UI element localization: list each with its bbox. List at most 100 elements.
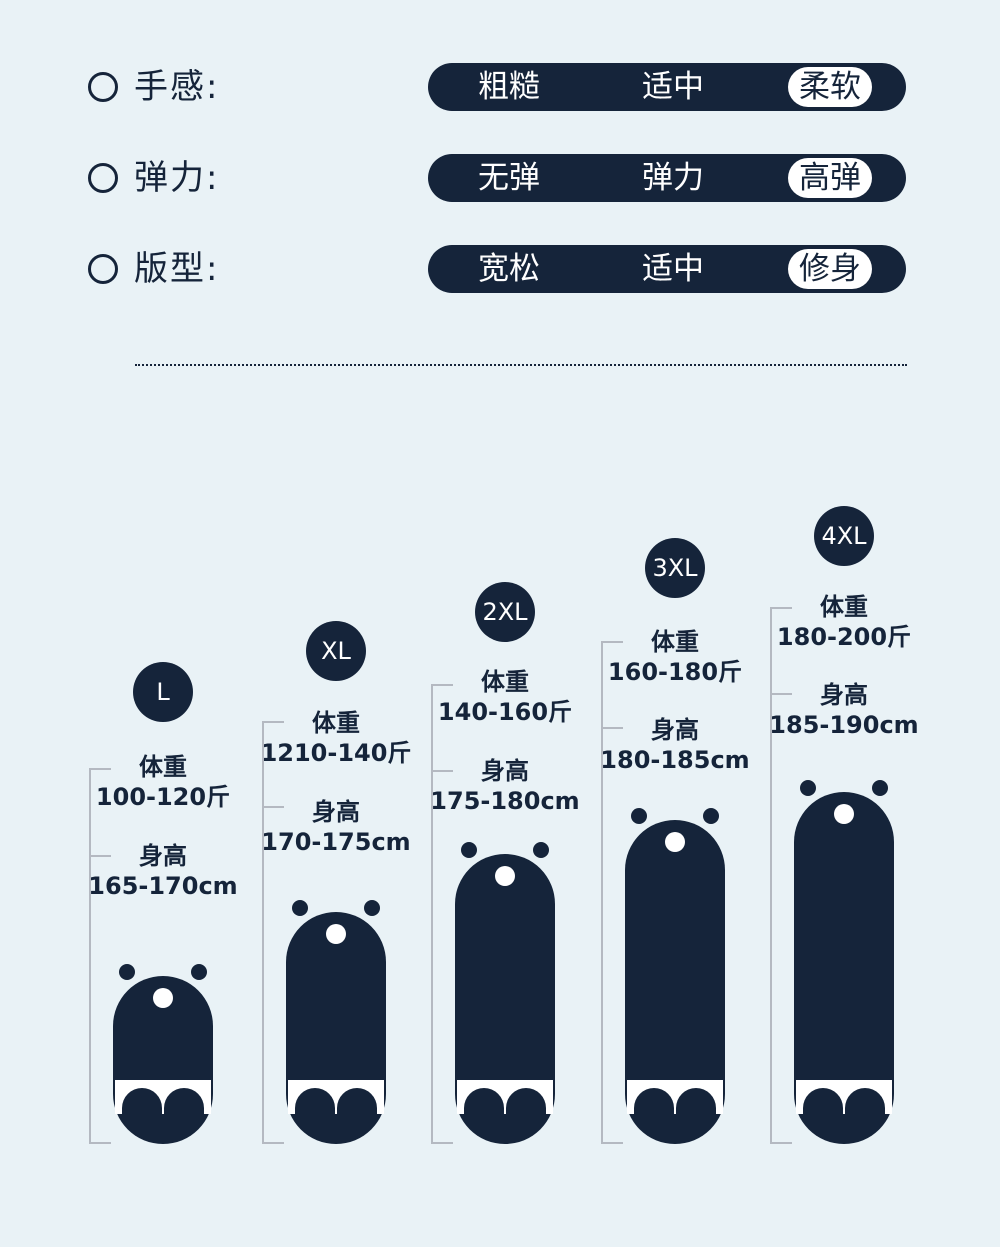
weight-label: 体重 (481, 668, 529, 696)
bracket-tick-top (601, 641, 623, 643)
weight-value: 180-200斤 (776, 623, 912, 651)
bear-leg-right (164, 1088, 204, 1114)
option-medium: 适中 (642, 69, 704, 105)
bracket-tick-top (262, 721, 284, 723)
option-stretch: 弹力 (642, 160, 704, 196)
bracket-tick-bottom (770, 1142, 792, 1144)
height-value: 185-190cm (769, 711, 919, 739)
bracket-tick-mid (431, 770, 453, 772)
bracket-tick-bottom (601, 1142, 623, 1144)
weight-value: 160-180斤 (607, 658, 743, 686)
bracket-tick-bottom (431, 1142, 453, 1144)
bracket-tick-mid (262, 806, 284, 808)
attribute-row-hand-feel: 手感: 粗糙 适中 柔软 (88, 63, 908, 115)
bracket-tick-top (89, 768, 111, 770)
option-high-stretch-selected: 高弹 (788, 158, 872, 198)
bear-ear-right (703, 808, 719, 824)
bear-eye (834, 804, 854, 824)
bear-leg-left (803, 1088, 843, 1114)
bear-ear-left (800, 780, 816, 796)
height-value: 170-175cm (261, 828, 411, 856)
bear-ear-right (191, 964, 207, 980)
size-badge: 2XL (475, 582, 535, 642)
height-value: 180-185cm (600, 746, 750, 774)
size-badge: 4XL (814, 506, 874, 566)
bracket-line (262, 721, 264, 1144)
dotted-divider (135, 364, 907, 366)
bear-ear-right (533, 842, 549, 858)
height-label: 身高 (312, 798, 360, 826)
bracket-tick-mid (89, 855, 111, 857)
option-bar: 无弹 弹力 高弹 (428, 154, 906, 202)
bear-eye (665, 832, 685, 852)
bracket-tick-mid (601, 727, 623, 729)
bracket-line (770, 607, 772, 1144)
option-regular: 适中 (642, 251, 704, 287)
attribute-row-elasticity: 弹力: 无弹 弹力 高弹 (88, 154, 908, 206)
bear-leg-left (634, 1088, 674, 1114)
height-label: 身高 (651, 716, 699, 744)
bear-eye (153, 988, 173, 1008)
size-badge: L (133, 662, 193, 722)
option-bar: 粗糙 适中 柔软 (428, 63, 906, 111)
radio-circle-icon (88, 254, 118, 284)
bear-eye (326, 924, 346, 944)
bear-ear-left (292, 900, 308, 916)
bracket-tick-bottom (89, 1142, 111, 1144)
bear-leg-right (337, 1088, 377, 1114)
height-label: 身高 (820, 681, 868, 709)
bear-figure (455, 842, 555, 1144)
weight-value: 1210-140斤 (260, 739, 412, 767)
bracket-line (601, 641, 603, 1144)
bear-leg-left (295, 1088, 335, 1114)
height-value: 165-170cm (88, 872, 238, 900)
bear-figure (625, 808, 725, 1144)
option-slim-selected: 修身 (788, 249, 872, 289)
bear-ear-left (119, 964, 135, 980)
bear-leg-right (845, 1088, 885, 1114)
bear-figure (794, 780, 894, 1144)
option-loose: 宽松 (478, 251, 540, 287)
weight-value: 100-120斤 (95, 783, 231, 811)
bracket-tick-bottom (262, 1142, 284, 1144)
bear-ear-right (872, 780, 888, 796)
size-badge: 3XL (645, 538, 705, 598)
attribute-label: 弹力: (134, 158, 220, 198)
bracket-line (89, 768, 91, 1144)
bear-eye (495, 866, 515, 886)
bracket-tick-top (431, 684, 453, 686)
bracket-tick-mid (770, 693, 792, 695)
bear-leg-right (506, 1088, 546, 1114)
option-no-stretch: 无弹 (478, 160, 540, 196)
option-soft-selected: 柔软 (788, 67, 872, 107)
bracket-line (431, 684, 433, 1144)
height-value: 175-180cm (430, 787, 580, 815)
weight-value: 140-160斤 (437, 698, 573, 726)
bear-ear-right (364, 900, 380, 916)
bear-ear-left (461, 842, 477, 858)
height-label: 身高 (481, 757, 529, 785)
radio-circle-icon (88, 72, 118, 102)
option-bar: 宽松 适中 修身 (428, 245, 906, 293)
bear-ear-left (631, 808, 647, 824)
bear-leg-left (464, 1088, 504, 1114)
bear-leg-left (122, 1088, 162, 1114)
weight-label: 体重 (651, 628, 699, 656)
weight-label: 体重 (312, 709, 360, 737)
option-rough: 粗糙 (478, 69, 540, 105)
attribute-label: 版型: (134, 249, 220, 289)
height-label: 身高 (139, 842, 187, 870)
bear-figure (113, 964, 213, 1144)
weight-label: 体重 (820, 593, 868, 621)
weight-label: 体重 (139, 753, 187, 781)
attribute-row-fit: 版型: 宽松 适中 修身 (88, 245, 908, 297)
bear-leg-right (676, 1088, 716, 1114)
